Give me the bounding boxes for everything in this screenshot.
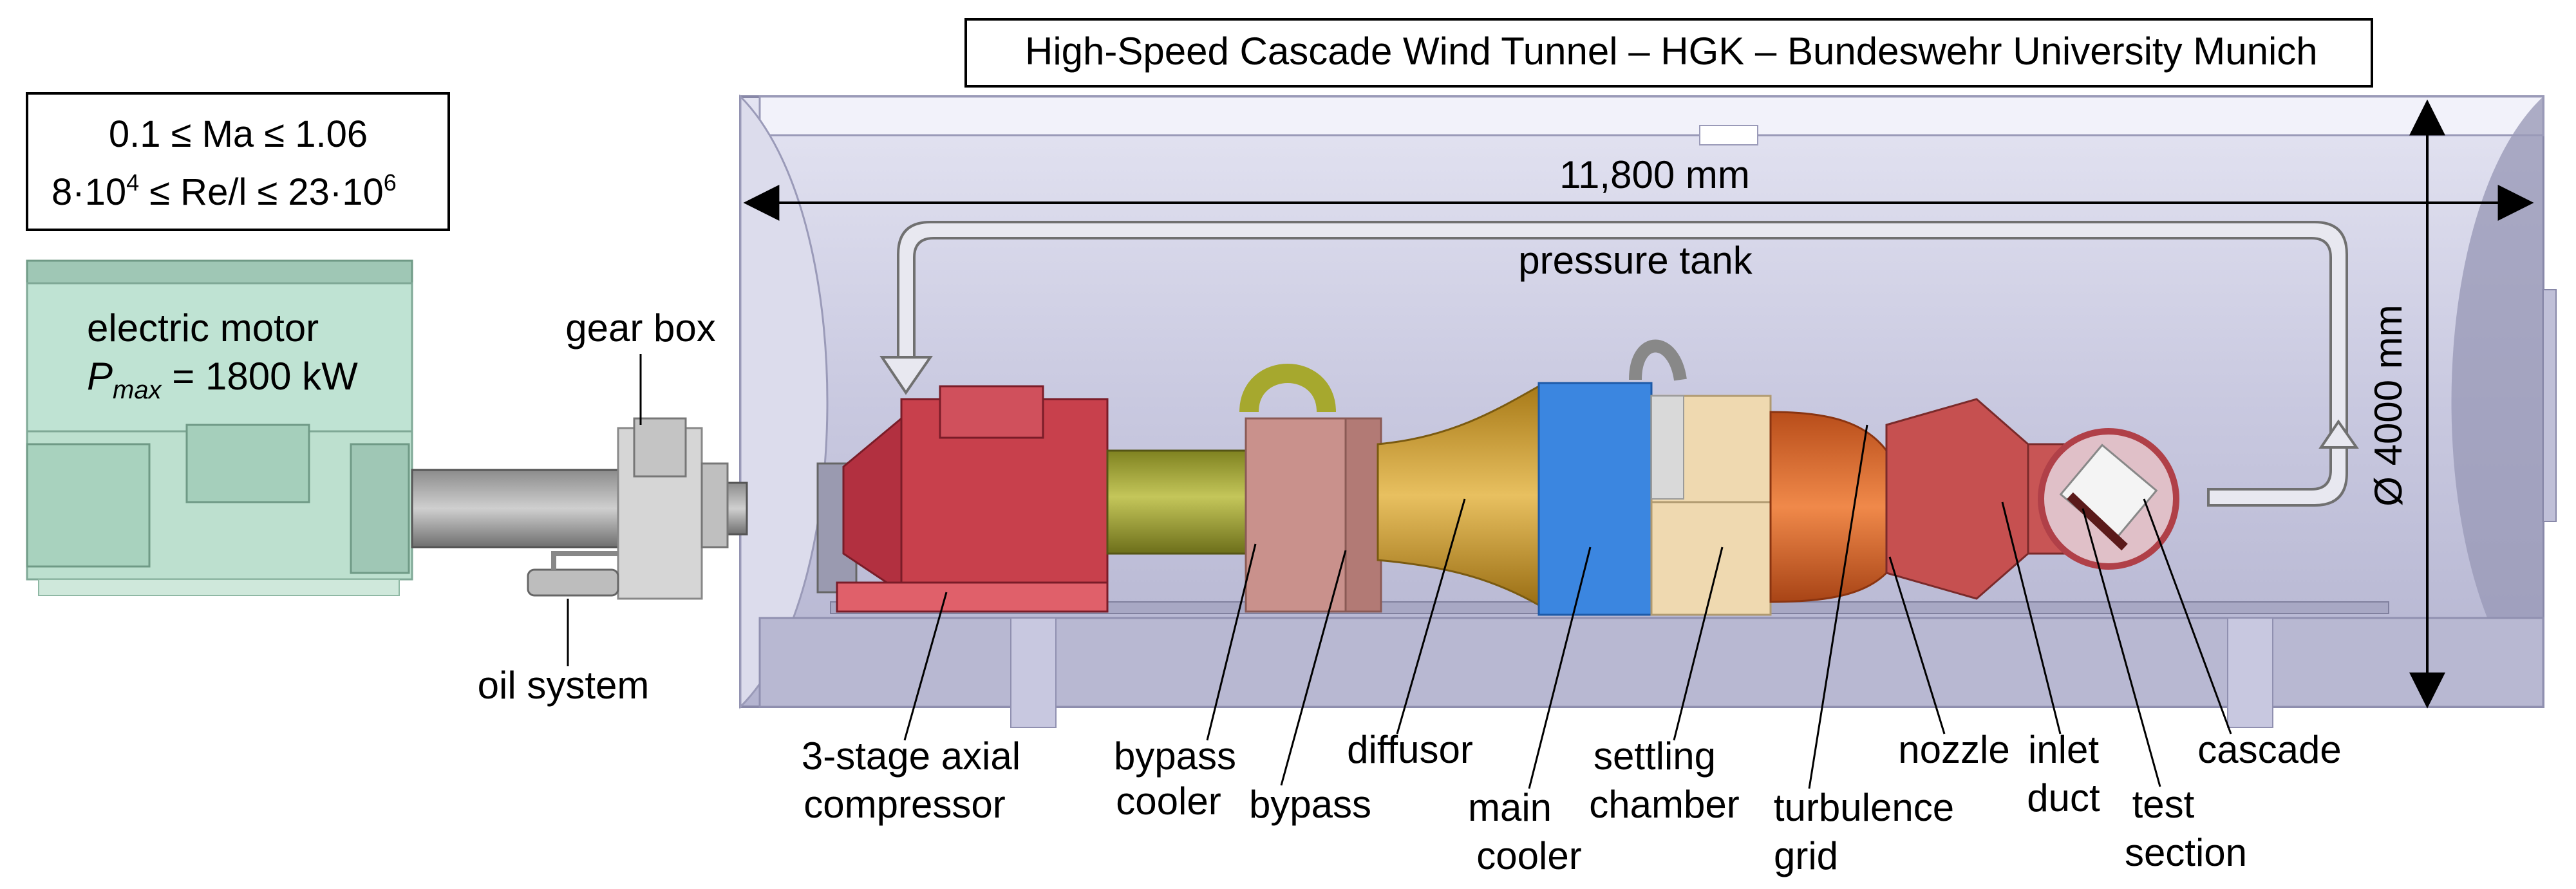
inlet-duct-label-2: duct	[2027, 776, 2100, 819]
turbulence-grid-label-2: grid	[1774, 834, 1838, 877]
gear-box	[617, 417, 729, 600]
main-cooler	[1537, 339, 1687, 616]
compressor-label-2: compressor	[804, 783, 1005, 826]
flow-arrow-head-right	[2318, 419, 2359, 449]
length-label: 11,800 mm	[1559, 153, 1750, 196]
turbulence-grid-label-1: turbulence	[1774, 786, 1954, 829]
compressor-shaft	[1106, 449, 1257, 555]
length-dimension: 11,800 mm	[743, 153, 2534, 221]
test-section-label-2: section	[2125, 831, 2247, 874]
nozzle	[1769, 411, 1888, 603]
nozzle-label: nozzle	[1898, 728, 2009, 771]
bypass-cooler	[1239, 364, 1382, 613]
page-title: High-Speed Cascade Wind Tunnel – HGK – B…	[1025, 30, 2318, 73]
electric-motor	[26, 259, 413, 596]
pressure-tank-label: pressure tank	[1518, 239, 1753, 282]
mach-range: 0.1 ≤ Ma ≤ 1.06	[109, 113, 368, 155]
inlet-duct-label-1: inlet	[2028, 728, 2099, 771]
reynolds-range: 8·104 ≤ Re/l ≤ 23·106	[52, 169, 397, 213]
test-section-label-1: test	[2132, 783, 2195, 826]
bypass-label: bypass	[1249, 783, 1371, 826]
diffusor-label: diffusor	[1347, 728, 1473, 771]
cascade-label: cascade	[2197, 728, 2341, 771]
bypass-cooler-label-1: bypass	[1114, 735, 1236, 778]
settling-chamber	[1650, 395, 1772, 616]
bypass-cooler-label-2: cooler	[1116, 780, 1221, 823]
diameter-dimension: Ø 4000 mm	[2367, 99, 2445, 709]
main-cooler-label-2: cooler	[1476, 834, 1581, 877]
flow-arrow	[897, 221, 2348, 507]
settling-chamber-label-1: settling	[1594, 735, 1716, 778]
title-box: High-Speed Cascade Wind Tunnel – HGK – B…	[964, 18, 2373, 88]
test-section	[2038, 428, 2179, 570]
compressor	[816, 385, 1109, 613]
electric-motor-label: electric motor	[87, 306, 319, 350]
gear-box-label: gear box	[565, 306, 716, 350]
conditions-box: 0.1 ≤ Ma ≤ 1.06 8·104 ≤ Re/l ≤ 23·106	[26, 92, 450, 231]
diameter-label: Ø 4000 mm	[2367, 304, 2410, 506]
drive-shaft	[411, 469, 748, 548]
oil-system-label: oil system	[478, 664, 650, 707]
pmax-label: Pmax = 1800 kW	[87, 355, 358, 404]
flow-arrow-head-left	[879, 356, 933, 395]
settling-chamber-label-2: chamber	[1589, 783, 1739, 826]
oil-system	[527, 551, 619, 597]
compressor-label-1: 3-stage axial	[802, 735, 1020, 778]
main-cooler-label-1: main	[1468, 786, 1552, 829]
